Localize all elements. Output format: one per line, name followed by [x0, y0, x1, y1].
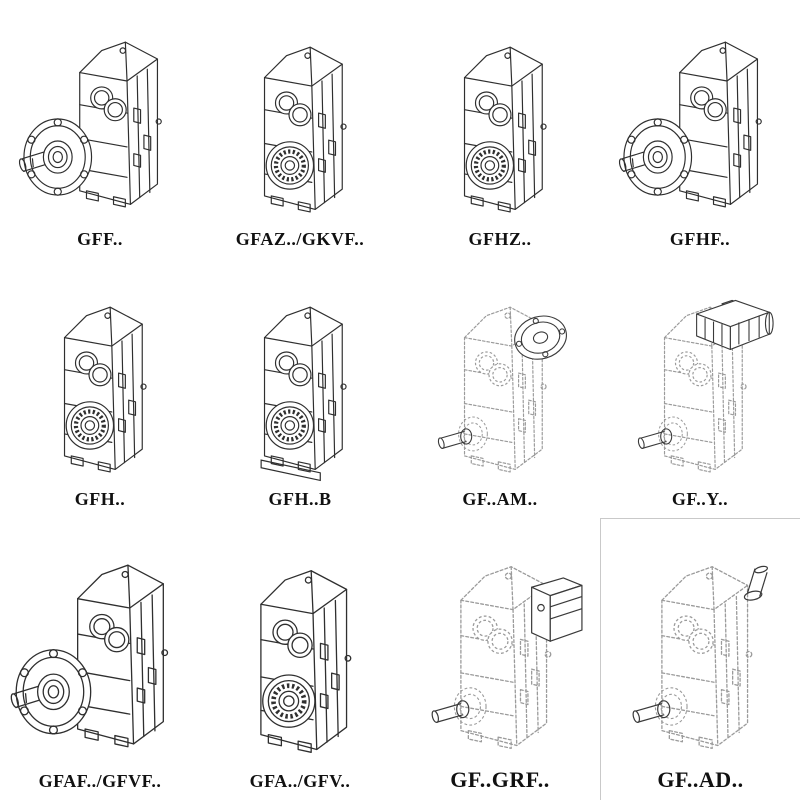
- model-label: GF..AD..: [657, 766, 744, 792]
- model-cell-gfaz-gkvf: GFAZ../GKVF..: [200, 0, 400, 258]
- gearbox-hollow-shaft-drawing: [206, 554, 394, 770]
- model-label: GFH..: [74, 489, 126, 510]
- model-cell-gf-am: GF..AM..: [400, 258, 600, 518]
- model-cell-gf-grf: GF..GRF..: [400, 518, 600, 800]
- gearbox-output-flange-drawing: [612, 32, 788, 228]
- gearbox-hollow-shaft-drawing: [12, 292, 188, 488]
- model-label: GFF..: [77, 229, 123, 250]
- gearbox-hollow-shaft-drawing: [212, 32, 388, 228]
- model-cell-gf-y: GF..Y..: [600, 258, 800, 518]
- model-cell-gfhf: GFHF..: [600, 0, 800, 258]
- model-label: GF..GRF..: [450, 766, 550, 792]
- model-cell-gfa-gfv: GFA../GFV..: [200, 518, 400, 800]
- model-cell-gfaf-gfvf: GFAF../GFVF..: [0, 518, 200, 800]
- model-label: GFAZ../GKVF..: [235, 229, 365, 250]
- gearbox-output-flange-drawing: [12, 32, 188, 228]
- model-label: GFA../GFV..: [249, 771, 351, 792]
- model-cell-gf-ad: GF..AD..: [600, 518, 800, 800]
- model-cell-gfh: GFH..: [0, 258, 200, 518]
- gearbox-with-motor-drawing: [612, 292, 788, 488]
- model-label: GF..Y..: [671, 489, 729, 510]
- model-label: GFHZ..: [468, 229, 532, 250]
- gearbox-motor-adapter-flange-drawing: [412, 292, 588, 488]
- model-cell-gfhz: GFHZ..: [400, 0, 600, 258]
- gearbox-output-flange-drawing: [6, 554, 194, 770]
- model-cell-gfh-b: GFH..B: [200, 258, 400, 518]
- gearbox-adapter-box-drawing: [406, 550, 594, 766]
- model-label: GF..AM..: [462, 489, 538, 510]
- model-label: GFH..B: [268, 489, 332, 510]
- gearbox-hollow-shaft-base-drawing: [212, 292, 388, 488]
- model-label: GFAF../GFVF..: [38, 771, 162, 792]
- model-cell-gff: GFF..: [0, 0, 200, 258]
- gearbox-hollow-shaft-drawing: [412, 32, 588, 228]
- gearbox-input-shaft-adapter-drawing: [607, 550, 795, 766]
- model-label: GFHF..: [669, 229, 731, 250]
